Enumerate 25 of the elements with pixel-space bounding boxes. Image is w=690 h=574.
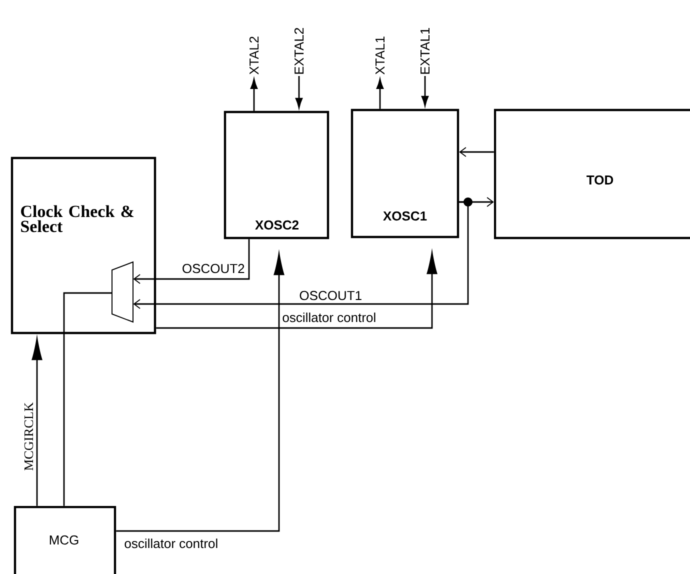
arrow xyxy=(156,252,438,329)
arrow xyxy=(459,147,494,157)
pin-label: XTAL2 xyxy=(249,36,259,74)
arrow xyxy=(133,201,469,309)
oscillator-block: XOSC2 xyxy=(224,110,330,240)
pin-label: EXTAL2 xyxy=(294,28,304,74)
arrow xyxy=(250,78,258,111)
arrow xyxy=(133,239,250,284)
arrow xyxy=(295,76,303,108)
edge-label: oscillator control xyxy=(123,538,220,550)
arrow xyxy=(32,338,42,506)
logic-block: MCG xyxy=(14,506,116,574)
multiplexer-symbol xyxy=(112,261,134,323)
edge-label: OSCOUT1 xyxy=(298,290,364,302)
logic-block: TOD xyxy=(494,108,690,240)
edge-label: MCGIRCLK xyxy=(23,401,34,472)
pin-label: XTAL1 xyxy=(376,36,384,74)
arrow xyxy=(421,76,429,106)
oscillator-block: XOSC1 xyxy=(350,108,460,238)
edge-label: oscillator control xyxy=(281,312,378,324)
edge-label: OSCOUT2 xyxy=(180,262,246,274)
logic-block: Clock Check & Select xyxy=(10,156,156,334)
pin-label: EXTAL1 xyxy=(420,28,430,74)
arrow xyxy=(116,253,284,532)
arrow xyxy=(376,78,384,109)
